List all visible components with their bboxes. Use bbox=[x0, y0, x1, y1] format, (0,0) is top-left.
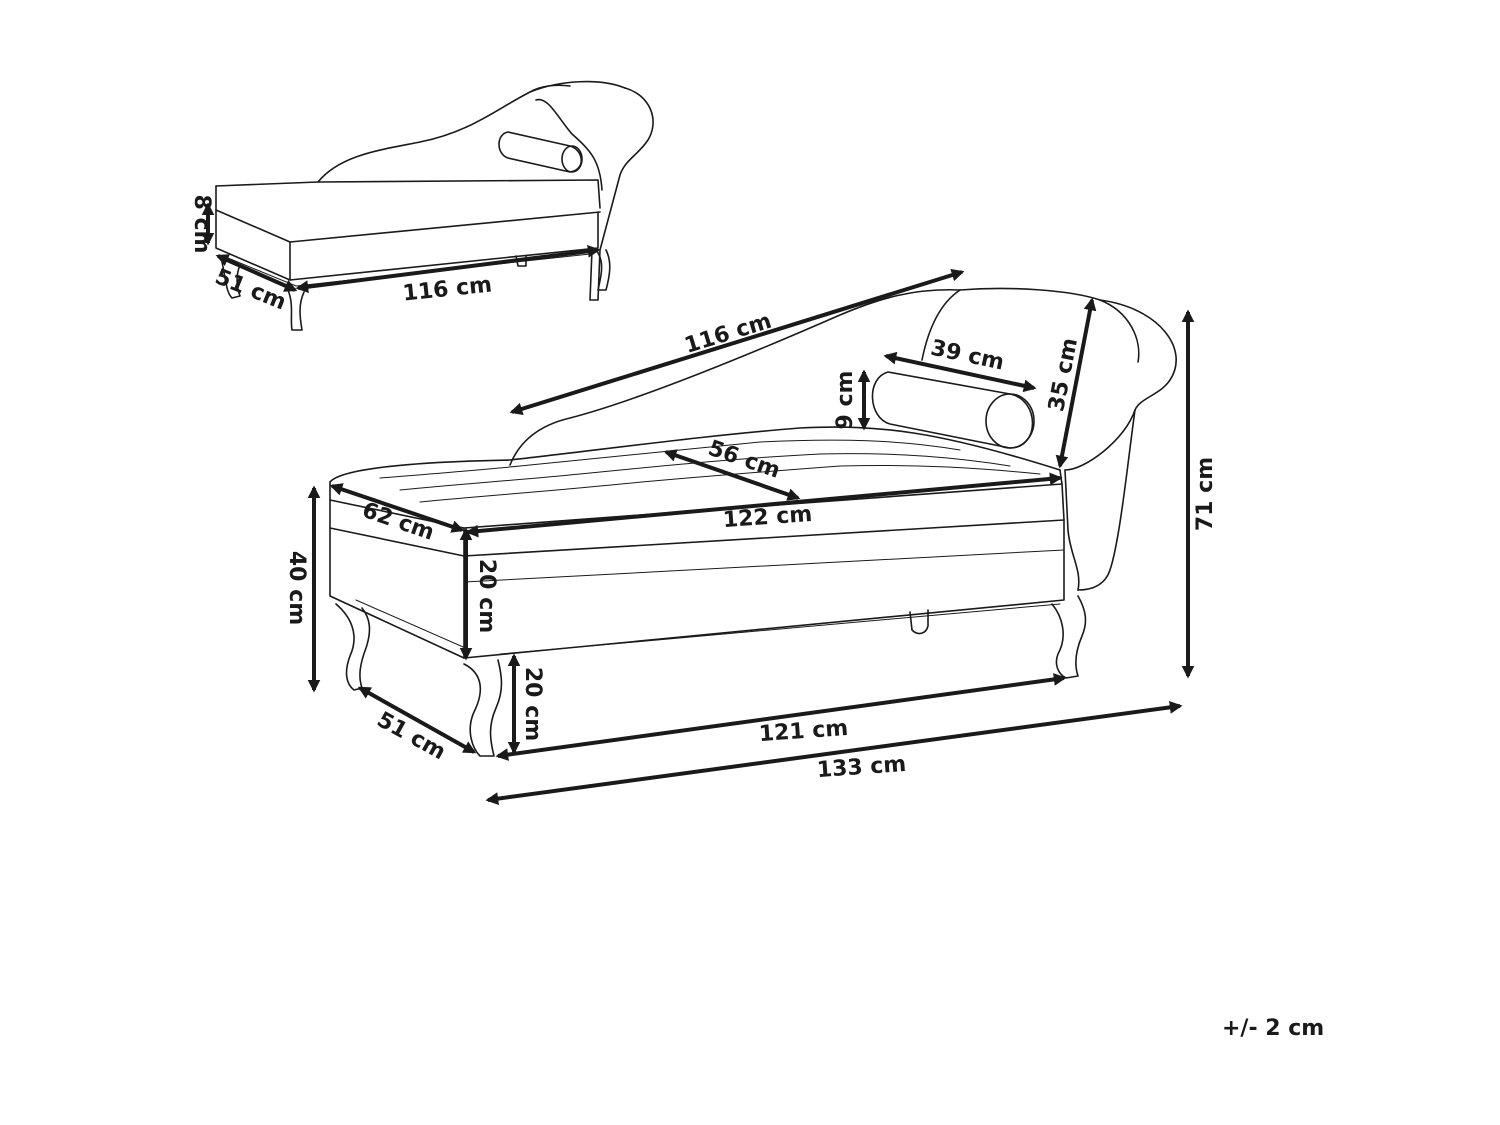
total-length-label: 133 cm bbox=[816, 752, 907, 783]
pillow-diameter-label: 9 cm bbox=[833, 371, 858, 430]
cushion-height-label: 20 cm bbox=[474, 559, 499, 633]
seat-height-label: 40 cm bbox=[284, 551, 309, 625]
seat-depth-label: 62 cm bbox=[359, 498, 437, 546]
small-length-label: 116 cm bbox=[401, 272, 493, 306]
total-length-arrow bbox=[485, 701, 1183, 805]
leg-height-label: 20 cm bbox=[520, 667, 545, 741]
small-depth-arrow bbox=[215, 254, 298, 292]
base-depth-arrow bbox=[357, 686, 477, 754]
backrest-length-label: 116 cm bbox=[682, 309, 775, 359]
armrest-height-arrow bbox=[1055, 297, 1097, 469]
main-dimensions: 116 cm 39 cm 9 cm 35 cm 71 cm 56 cm 62 c… bbox=[284, 268, 1218, 805]
seat-depth-arrow bbox=[329, 483, 465, 533]
seat-length-arrow bbox=[465, 472, 1063, 538]
small-seat-height-label: 8 cm bbox=[189, 195, 214, 254]
tolerance-note: +/- 2 cm bbox=[1222, 1016, 1325, 1041]
small-length-arrow bbox=[295, 244, 601, 294]
base-length-label: 121 cm bbox=[758, 716, 849, 747]
total-height-label: 71 cm bbox=[1193, 457, 1218, 531]
backrest-length-arrow bbox=[509, 268, 965, 416]
pillow-length-arrow bbox=[883, 351, 1037, 393]
seat-length-label: 122 cm bbox=[722, 502, 813, 533]
